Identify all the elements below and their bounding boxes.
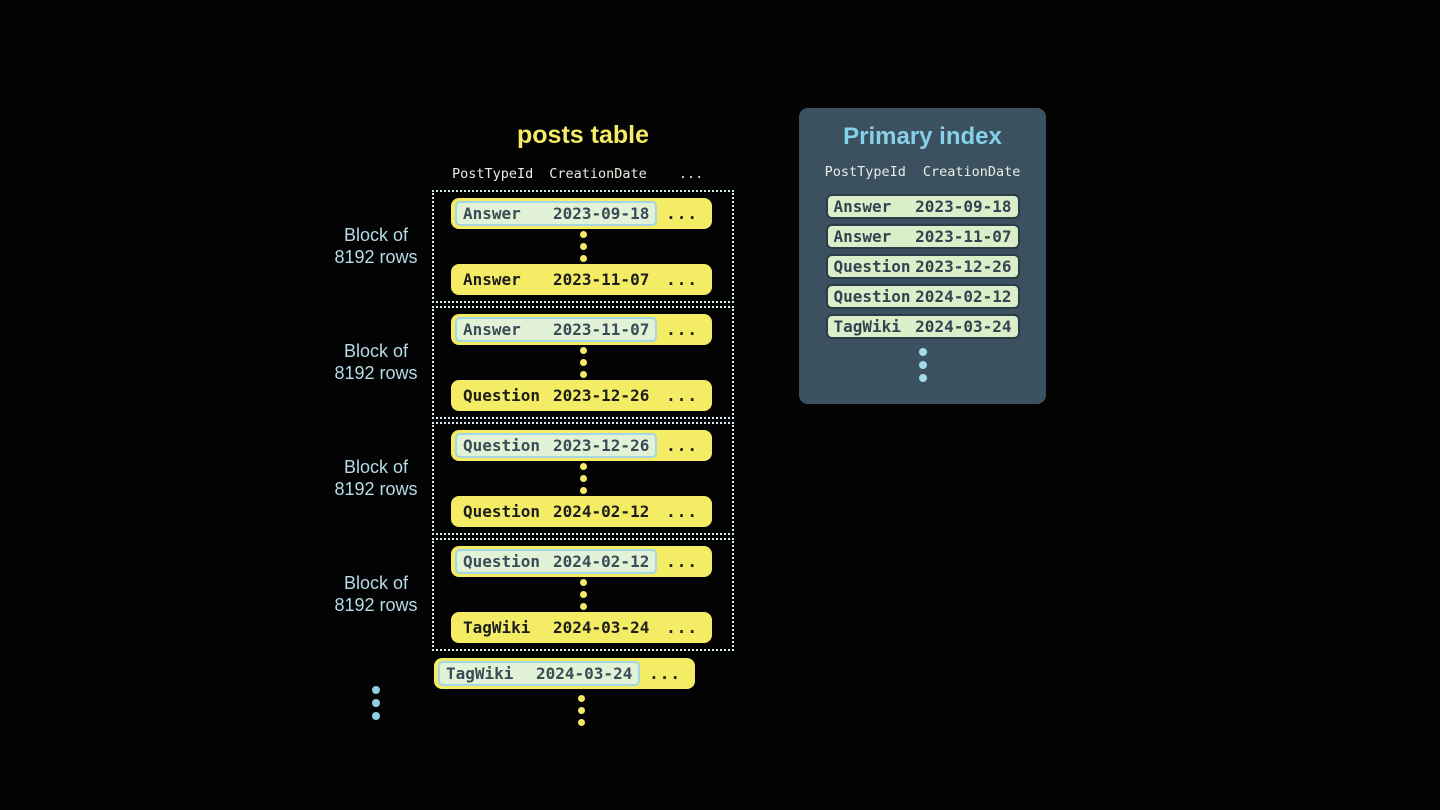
- index-posttypeid-cell: Answer: [833, 197, 892, 216]
- column-header-posttypeid: PostTypeId: [452, 166, 534, 182]
- index-creationdate-cell: 2023-09-18: [915, 197, 1012, 216]
- row-posttypeid-cell: TagWiki: [463, 618, 531, 637]
- rows-ellipsis-dots-icon: [434, 347, 732, 378]
- row-more-columns-ellipsis: ...: [666, 204, 698, 223]
- block-label-line2: 8192 rows: [334, 362, 418, 383]
- block-label-line2: 8192 rows: [334, 594, 418, 615]
- row-more-columns-ellipsis: ...: [666, 436, 698, 455]
- index-column-header-posttypeid: PostTypeId: [824, 164, 906, 180]
- table-row-block-first: Question 2024-02-12 ...: [451, 546, 712, 577]
- more-blocks-dots-icon: [372, 686, 380, 720]
- row-highlight-box: TagWiki 2024-03-24: [438, 661, 641, 686]
- block-label-line2: 8192 rows: [334, 246, 418, 267]
- row-more-columns-ellipsis: ...: [666, 618, 698, 637]
- index-row: Answer 2023-11-07: [825, 224, 1020, 249]
- row-more-columns-ellipsis: ...: [666, 552, 698, 571]
- row-creationdate-cell: 2023-09-18: [553, 204, 650, 223]
- row-cells: Answer 2023-11-07: [463, 270, 649, 289]
- table-block: Block of 8192 rows Question 2023-12-26 .…: [332, 422, 734, 535]
- row-creationdate-cell: 2024-03-24: [553, 618, 650, 637]
- column-header-more-ellipsis: ...: [678, 166, 704, 182]
- block-dotted-box: Answer 2023-11-07 ... Question 2023-12-2…: [432, 306, 734, 419]
- table-row-overflow: TagWiki 2024-03-24 ...: [434, 658, 695, 689]
- table-row-block-first: Answer 2023-09-18 ...: [451, 198, 712, 229]
- row-more-columns-ellipsis: ...: [666, 386, 698, 405]
- row-posttypeid-cell: Question: [463, 502, 541, 521]
- table-row-block-first: Answer 2023-11-07 ...: [451, 314, 712, 345]
- posts-table-blocks: Block of 8192 rows Answer 2023-09-18 ...…: [332, 190, 734, 651]
- block-dotted-box: Question 2023-12-26 ... Question 2024-02…: [432, 422, 734, 535]
- rows-ellipsis-dots-icon: [434, 579, 732, 610]
- row-creationdate-cell: 2024-02-12: [553, 502, 650, 521]
- posts-table-title: posts table: [517, 121, 649, 149]
- block-label: Block of 8192 rows: [332, 225, 420, 268]
- row-more-columns-ellipsis: ...: [666, 270, 698, 289]
- row-posttypeid-cell: Answer: [463, 204, 521, 223]
- row-highlight-box: Question 2024-02-12: [455, 549, 658, 574]
- index-posttypeid-cell: Question: [833, 257, 911, 276]
- primary-index-title: Primary index: [843, 123, 1002, 150]
- primary-index-panel: Primary index PostTypeId CreationDate An…: [799, 108, 1046, 404]
- row-highlight-box: Answer 2023-11-07: [455, 317, 658, 342]
- index-creationdate-cell: 2024-03-24: [915, 317, 1012, 336]
- posts-table-column-headers: PostTypeId CreationDate ...: [452, 166, 703, 182]
- row-posttypeid-cell: Question: [463, 436, 541, 455]
- index-creationdate-cell: 2024-02-12: [915, 287, 1012, 306]
- row-highlight-box: Answer 2023-09-18: [455, 201, 658, 226]
- row-creationdate-cell: 2023-11-07: [553, 270, 650, 289]
- index-row: Question 2024-02-12: [825, 284, 1020, 309]
- block-dotted-box: Answer 2023-09-18 ... Answer 2023-11-07 …: [432, 190, 734, 303]
- row-creationdate-cell: 2024-03-24: [536, 664, 633, 683]
- table-row-block-last: TagWiki 2024-03-24 ...: [451, 612, 712, 643]
- row-cells: Question 2024-02-12: [463, 502, 649, 521]
- block-label: Block of 8192 rows: [332, 573, 420, 616]
- index-column-header-creationdate: CreationDate: [922, 164, 1021, 180]
- table-block: Block of 8192 rows Question 2024-02-12 .…: [332, 538, 734, 651]
- row-creationdate-cell: 2024-02-12: [553, 552, 650, 571]
- rows-ellipsis-dots-icon: [434, 463, 732, 494]
- primary-index-column-headers: PostTypeId CreationDate: [799, 164, 1046, 180]
- block-label-line1: Block of: [343, 225, 409, 245]
- column-header-creationdate: CreationDate: [549, 166, 647, 182]
- index-posttypeid-cell: Question: [833, 287, 911, 306]
- row-cells: TagWiki 2024-03-24: [463, 618, 649, 637]
- block-label: Block of 8192 rows: [332, 341, 420, 384]
- primary-index-rows: Answer 2023-09-18 Answer 2023-11-07 Ques…: [799, 194, 1046, 339]
- block-label-line1: Block of: [343, 341, 409, 361]
- index-creationdate-cell: 2023-11-07: [915, 227, 1012, 246]
- row-posttypeid-cell: Question: [463, 386, 541, 405]
- index-posttypeid-cell: Answer: [833, 227, 892, 246]
- index-creationdate-cell: 2023-12-26: [915, 257, 1012, 276]
- row-cells: Question 2023-12-26: [463, 386, 649, 405]
- rows-ellipsis-dots-icon: [434, 231, 732, 262]
- row-creationdate-cell: 2023-11-07: [553, 320, 650, 339]
- row-more-columns-ellipsis: ...: [649, 664, 681, 683]
- row-highlight-box: Question 2023-12-26: [455, 433, 658, 458]
- table-row-block-first: Question 2023-12-26 ...: [451, 430, 712, 461]
- block-label-line2: 8192 rows: [334, 478, 418, 499]
- row-posttypeid-cell: Answer: [463, 320, 521, 339]
- block-label-line1: Block of: [343, 573, 409, 593]
- table-row-block-last: Question 2023-12-26 ...: [451, 380, 712, 411]
- index-more-entries-dots-icon: [799, 348, 1046, 382]
- table-block: Block of 8192 rows Answer 2023-11-07 ...…: [332, 306, 734, 419]
- index-row: Question 2023-12-26: [825, 254, 1020, 279]
- row-posttypeid-cell: TagWiki: [446, 664, 514, 683]
- block-label-line1: Block of: [343, 457, 409, 477]
- table-row-block-last: Question 2024-02-12 ...: [451, 496, 712, 527]
- row-posttypeid-cell: Question: [463, 552, 541, 571]
- row-creationdate-cell: 2023-12-26: [553, 436, 650, 455]
- index-row: Answer 2023-09-18: [825, 194, 1020, 219]
- row-posttypeid-cell: Answer: [463, 270, 521, 289]
- row-more-columns-ellipsis: ...: [666, 502, 698, 521]
- table-row-block-last: Answer 2023-11-07 ...: [451, 264, 712, 295]
- index-row: TagWiki 2024-03-24: [825, 314, 1020, 339]
- block-label: Block of 8192 rows: [332, 457, 420, 500]
- index-posttypeid-cell: TagWiki: [833, 317, 901, 336]
- block-dotted-box: Question 2024-02-12 ... TagWiki 2024-03-…: [432, 538, 734, 651]
- table-block: Block of 8192 rows Answer 2023-09-18 ...…: [332, 190, 734, 303]
- row-more-columns-ellipsis: ...: [666, 320, 698, 339]
- more-rows-dots-icon: [578, 695, 585, 726]
- row-creationdate-cell: 2023-12-26: [553, 386, 650, 405]
